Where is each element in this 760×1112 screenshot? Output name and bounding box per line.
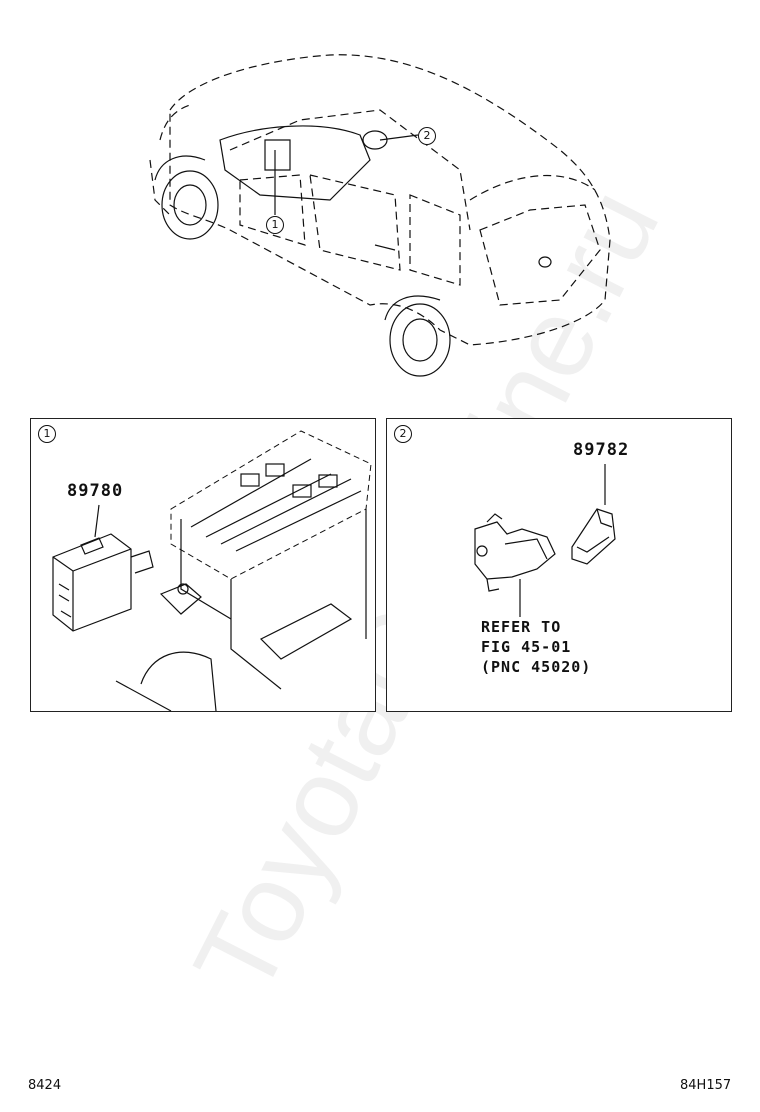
refer-line-2: FIG 45-01 — [481, 638, 572, 656]
panel-2-callout: 2 — [394, 425, 412, 443]
footer-left-code: 8424 — [28, 1078, 62, 1093]
detail-panel-2: 2 89782 REFER TO FIG 45-01 (PNC 45020) — [386, 418, 732, 712]
footer-right-code: 84H157 — [680, 1078, 732, 1093]
vehicle-drawing — [149, 54, 611, 377]
panel-1-callout: 1 — [38, 425, 56, 443]
callout-1-overview: 1 — [266, 216, 284, 234]
vehicle-overview: 1 2 — [0, 0, 760, 400]
refer-line-3: (PNC 45020) — [481, 658, 592, 676]
callout-2-overview: 2 — [418, 127, 436, 145]
part-number-89782: 89782 — [573, 440, 630, 460]
panel-2-drawing — [474, 464, 616, 617]
panel-1-drawing — [52, 430, 372, 712]
refer-line-1: REFER TO — [481, 618, 562, 636]
part-number-89780: 89780 — [67, 481, 124, 501]
detail-panel-1: 1 89780 — [30, 418, 376, 712]
